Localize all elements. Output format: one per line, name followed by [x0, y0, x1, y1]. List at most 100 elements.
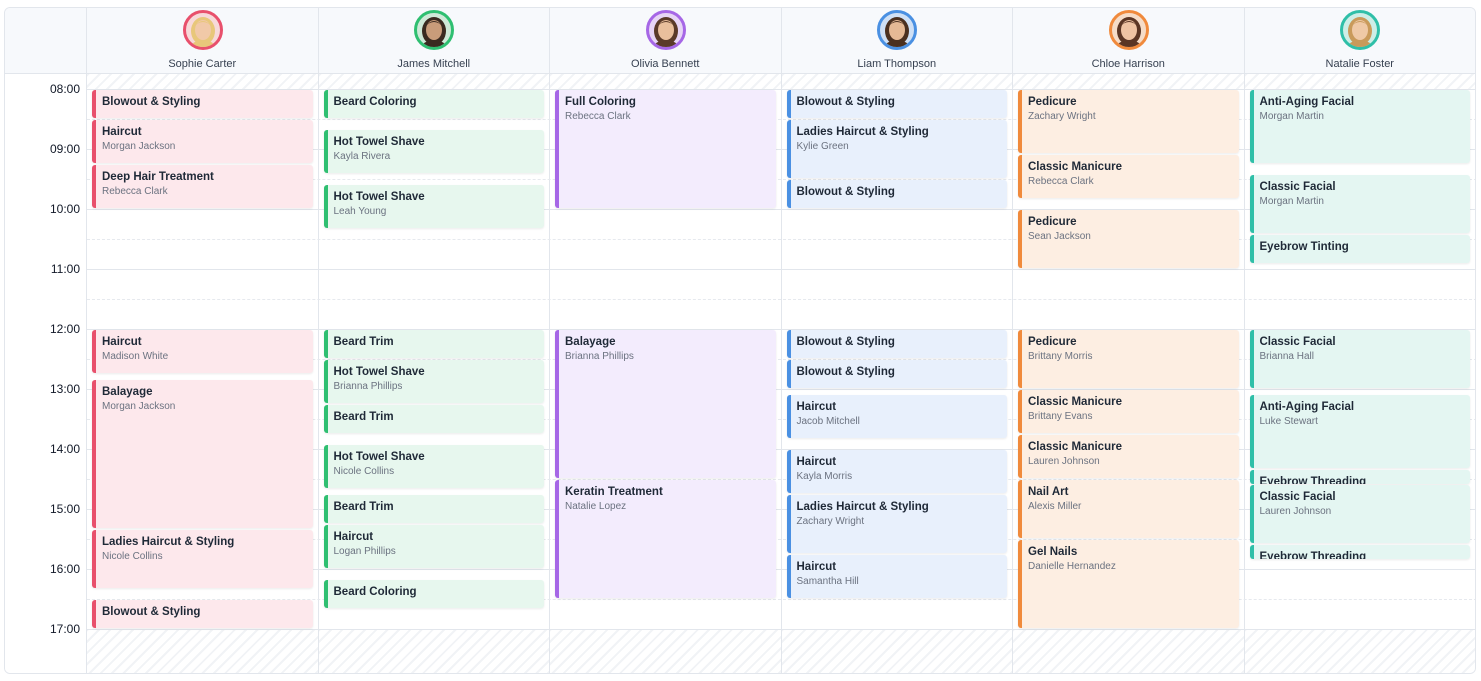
hour-gridline — [87, 89, 1475, 90]
appointment-service: Anti-Aging Facial — [1259, 401, 1355, 413]
resource-header-sophie-carter[interactable]: Sophie Carter — [87, 8, 319, 73]
resource-header-natalie-foster[interactable]: Natalie Foster — [1245, 8, 1476, 73]
appointment-blowout-styling[interactable]: Blowout & Styling — [92, 600, 313, 628]
time-label: 09:00 — [49, 142, 80, 156]
resource-column-james-mitchell[interactable] — [318, 74, 550, 673]
avatar — [645, 10, 686, 50]
resource-header-chloe-harrison[interactable]: Chloe Harrison — [1013, 8, 1245, 73]
hour-gridline — [87, 149, 1475, 150]
appointment-eyebrow-threading[interactable]: Eyebrow Threading — [1249, 470, 1470, 484]
resource-column-sophie-carter[interactable] — [87, 74, 319, 673]
appointment-client: Rebecca Clark — [102, 186, 168, 197]
appointment-service: Ladies Haircut & Styling — [102, 536, 235, 548]
appointment-service: Eyebrow Tinting — [1259, 241, 1349, 253]
half-hour-gridline — [87, 479, 1475, 480]
appointment-blowout-styling[interactable]: Blowout & Styling — [786, 180, 1007, 208]
appointment-service: Beard Trim — [333, 336, 394, 348]
resource-column-natalie-foster[interactable] — [1244, 74, 1475, 673]
non-working-hours — [318, 74, 549, 89]
appointment-blowout-styling[interactable]: Blowout & Styling — [786, 90, 1007, 118]
appointment-blowout-styling[interactable]: Blowout & Styling — [786, 360, 1007, 388]
avatar — [414, 10, 455, 50]
appointment-service: Ladies Haircut & Styling — [796, 126, 929, 138]
appointment-beard-trim[interactable]: Beard Trim — [323, 405, 544, 433]
person-avatar-icon — [421, 17, 447, 47]
appointment-service: Keratin Treatment — [565, 486, 663, 498]
appointment-beard-trim[interactable]: Beard Trim — [323, 330, 544, 358]
non-working-hours — [550, 629, 781, 673]
resource-header-liam-thompson[interactable]: Liam Thompson — [782, 8, 1013, 73]
appointment-service: Classic Manicure — [1028, 161, 1122, 173]
appointment-eyebrow-threading[interactable]: Eyebrow Threading — [1249, 545, 1470, 559]
appointment-client: Zachary Wright — [1028, 111, 1096, 122]
appointment-service: Pedicure — [1028, 216, 1077, 228]
appointment-beard-coloring[interactable]: Beard Coloring — [323, 90, 544, 118]
time-label: 08:00 — [49, 82, 80, 96]
appointment-client: Brianna Phillips — [333, 381, 403, 392]
appointment-service: Hot Towel Shave — [333, 136, 425, 148]
hour-gridline — [87, 629, 1475, 630]
resource-column-olivia-bennett[interactable] — [550, 74, 782, 673]
appointment-service: Balayage — [102, 386, 153, 398]
appointment-client: Natalie Lopez — [565, 501, 627, 512]
appointment-client: Jacob Mitchell — [796, 416, 860, 427]
resource-column-chloe-harrison[interactable] — [1013, 74, 1245, 673]
appointment-service: Classic Manicure — [1028, 441, 1122, 453]
resource-column-liam-thompson[interactable] — [781, 74, 1013, 673]
appointment-client: Samantha Hill — [796, 576, 859, 587]
hour-gridline — [87, 389, 1475, 390]
appointment-eyebrow-tinting[interactable]: Eyebrow Tinting — [1249, 235, 1470, 263]
appointment-client: Morgan Martin — [1259, 196, 1324, 207]
appointment-beard-trim[interactable]: Beard Trim — [323, 495, 544, 523]
appointment-blowout-styling[interactable]: Blowout & Styling — [92, 90, 313, 118]
avatar — [182, 10, 223, 50]
appointment-blowout-styling[interactable]: Blowout & Styling — [786, 330, 1007, 358]
appointment-service: Classic Facial — [1259, 336, 1336, 348]
resource-header-olivia-bennett[interactable]: Olivia Bennett — [550, 8, 782, 73]
time-label: 10:00 — [49, 202, 80, 216]
appointment-service: Blowout & Styling — [102, 606, 201, 618]
appointment-client: Brittany Morris — [1028, 351, 1093, 362]
resource-header-james-mitchell[interactable]: James Mitchell — [319, 8, 550, 73]
half-hour-gridline — [87, 419, 1475, 420]
time-label: 16:00 — [49, 562, 80, 576]
person-avatar-icon — [653, 17, 679, 47]
time-label: 11:00 — [50, 262, 80, 276]
hour-gridline — [87, 509, 1475, 510]
appointment-client: Leah Young — [333, 206, 387, 217]
appointment-beard-coloring[interactable]: Beard Coloring — [323, 580, 544, 608]
